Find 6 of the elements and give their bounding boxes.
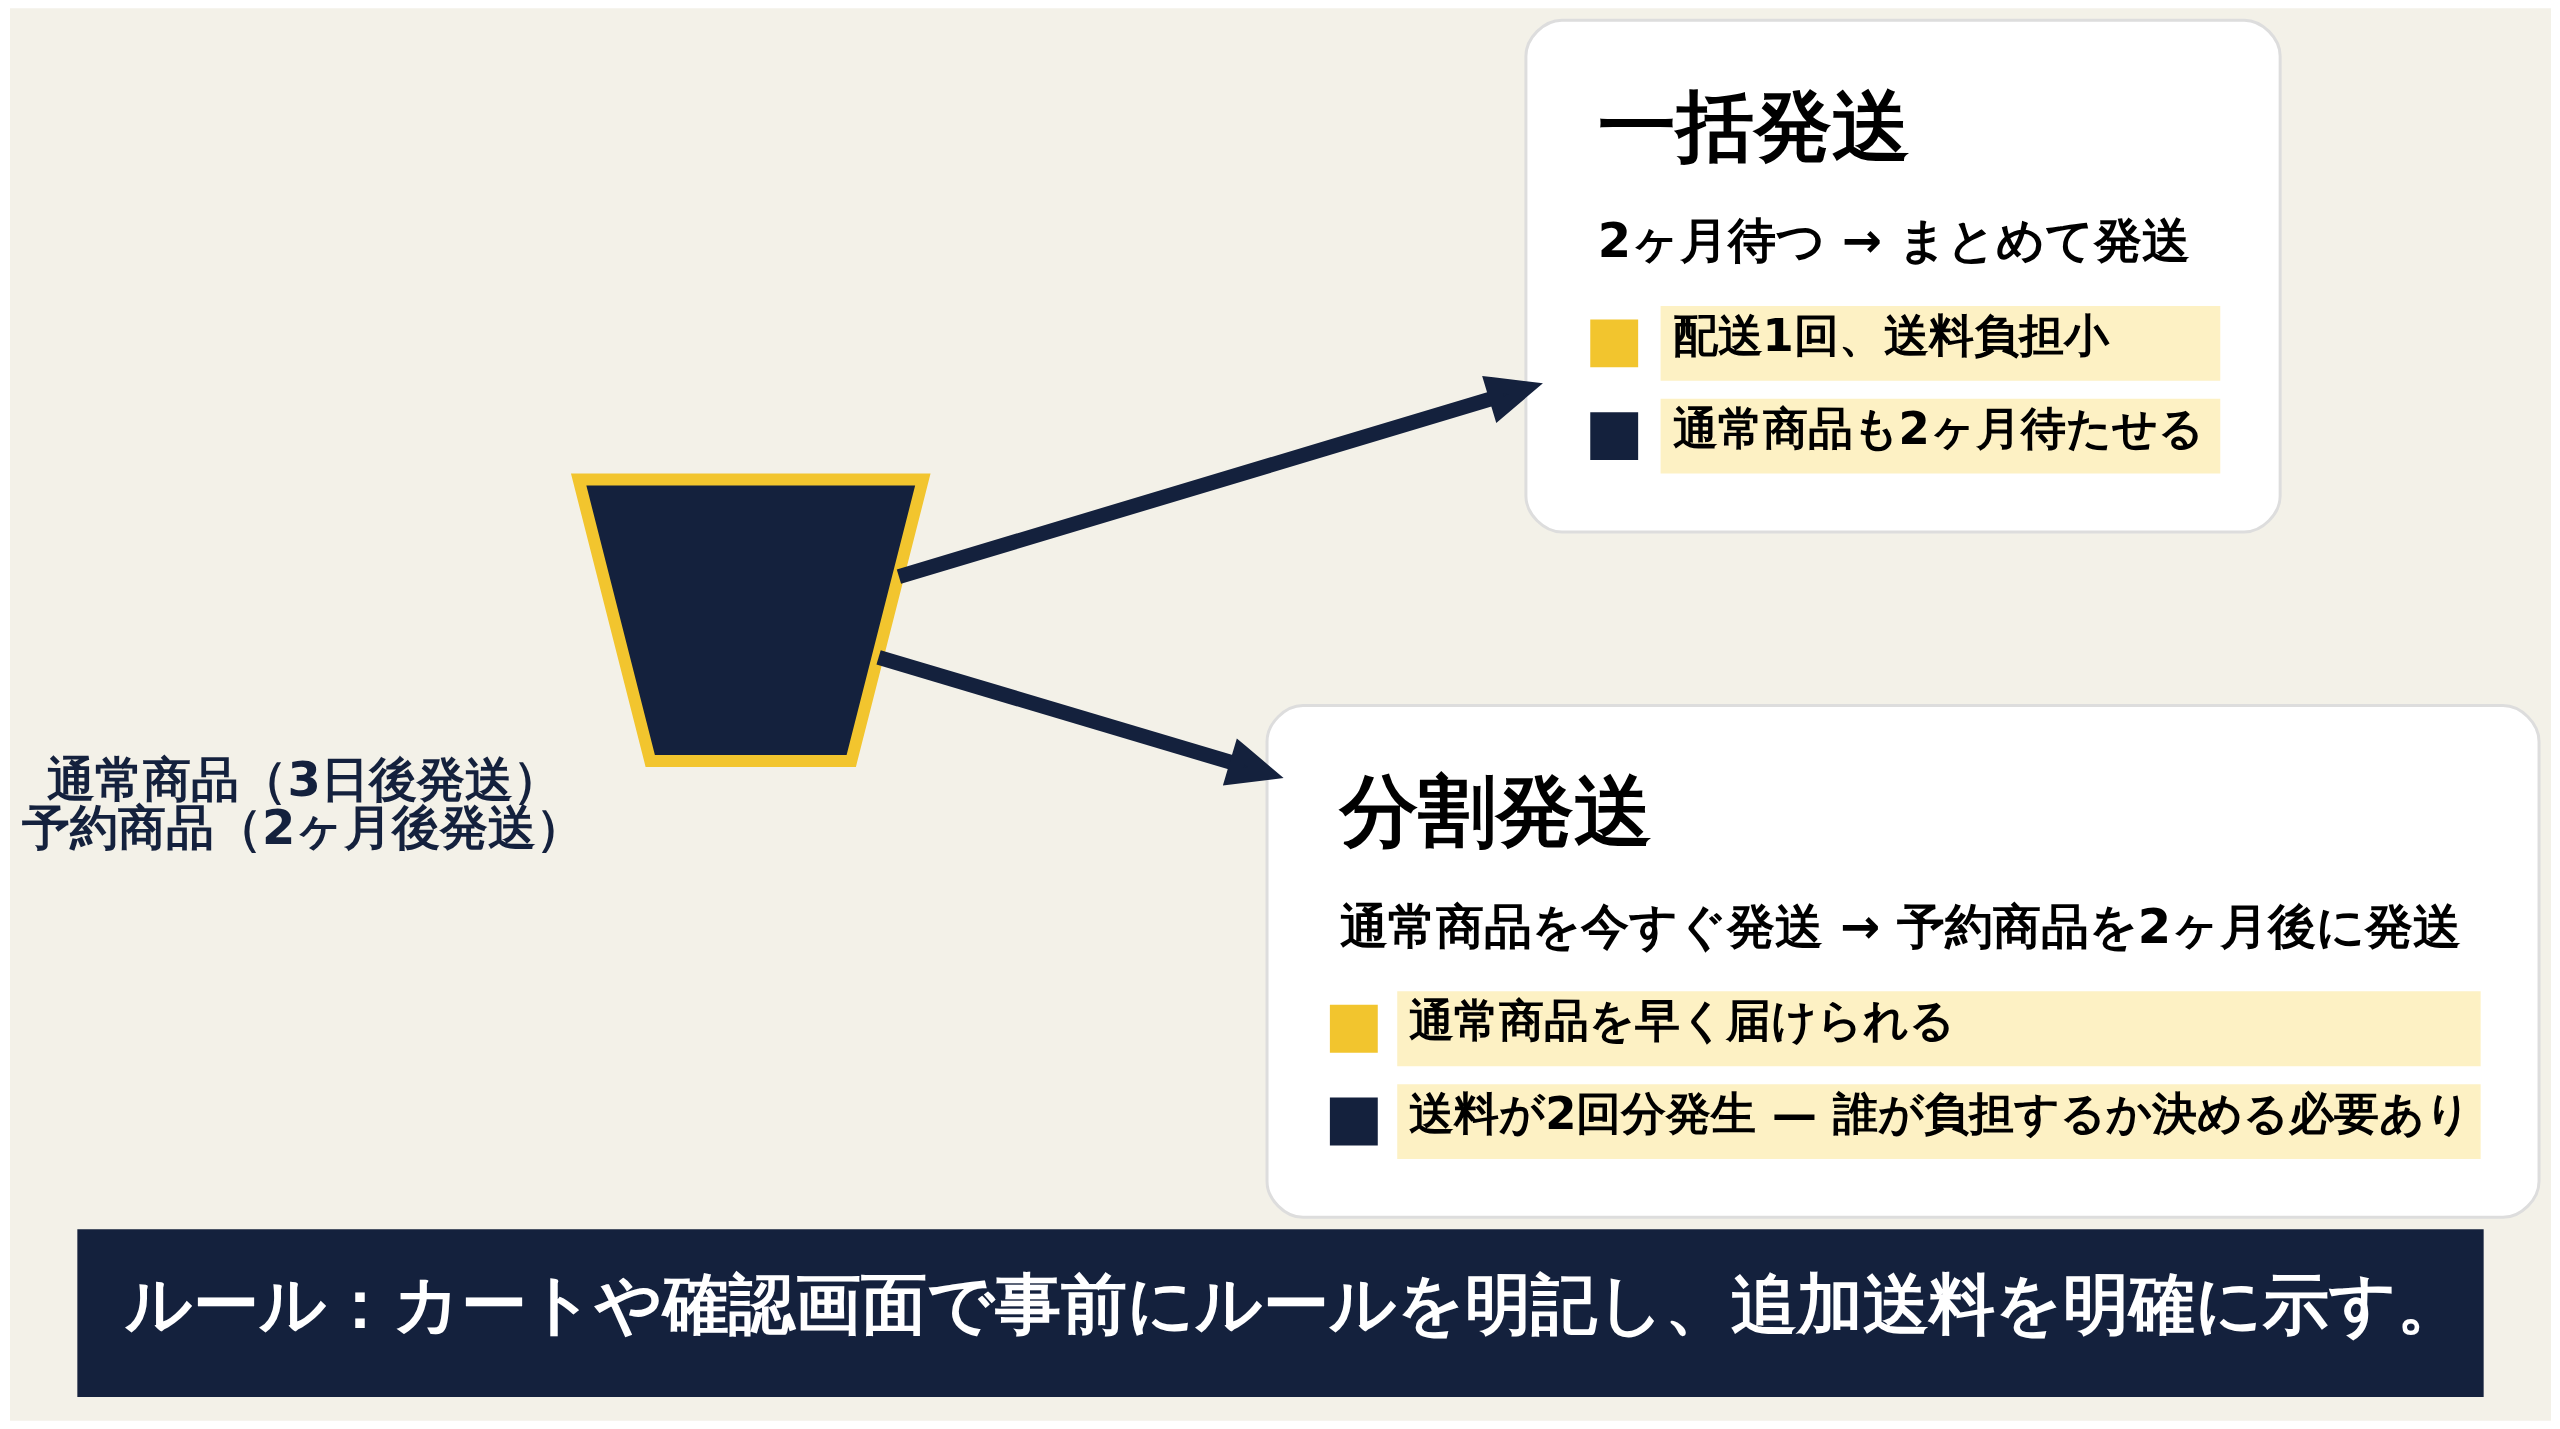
node-box: 分割発送 通常商品を今すぐ発送 → 予約商品を2ヶ月後に発送 通常商品を早く届けられる 送料が2回分発生 — 誰が負担するか決める必要あり [1265,704,2541,1219]
node-cart [570,473,931,767]
arrow [896,375,1543,584]
arrow [875,650,1284,786]
caption: ルール：カートや確認画面で事前にルールを明記し、追加送料を明確に示す。 [124,1265,2463,1343]
node-box: 一括発送 2ヶ月待つ → まとめて発送 配送1回、送料負担小 通常商品も2ヶ月待たせる [1523,18,2282,534]
